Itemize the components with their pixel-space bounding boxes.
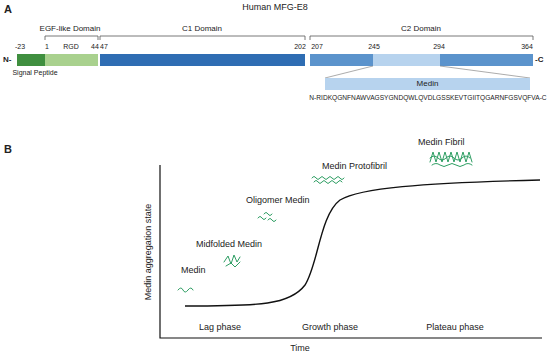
sigmoid-curve	[185, 180, 540, 306]
domain-name: EGF-like Domain	[40, 25, 101, 34]
domain-name: C1 Domain	[182, 25, 222, 34]
residue-number: 245	[368, 43, 380, 51]
panel-letter: B	[4, 143, 12, 155]
residue-number: 202	[294, 43, 306, 51]
state-label: Midfolded Medin	[196, 240, 262, 250]
residue-number: -23	[15, 43, 25, 51]
phase-label: Lag phase	[199, 323, 241, 333]
domain-name: C2 Domain	[401, 25, 441, 34]
residue-number: 44	[91, 43, 99, 51]
residue-number: 1	[45, 43, 49, 51]
region-label: Medin	[417, 80, 439, 89]
domain-brackets	[45, 36, 533, 40]
phase-label: Growth phase	[302, 323, 358, 333]
protein-bar	[17, 54, 533, 66]
terminus-label: -C	[535, 56, 543, 65]
residue-number: 207	[311, 43, 323, 51]
state-label: Medin	[181, 266, 206, 276]
state-label: Oligomer Medin	[246, 196, 310, 206]
domain-name: Signal Peptide	[12, 69, 57, 77]
residue-number: 47	[100, 43, 108, 51]
axis-title: Medin aggregation state	[144, 204, 154, 301]
figure-title: Human MFG-E8	[242, 3, 308, 13]
sequence-text: N-RIDKQGNFNAWVAGSYGNDQWLQVDLGSSKEVTGIITQ…	[309, 94, 546, 101]
residue-number: 294	[433, 43, 445, 51]
phase-label: Plateau phase	[426, 323, 484, 333]
terminus-label: N-	[3, 56, 11, 65]
panel-letter: A	[4, 3, 12, 15]
state-label: Medin Fibril	[418, 138, 465, 148]
residue-number: 364	[521, 43, 533, 51]
axes	[160, 165, 542, 338]
zoom-lines	[325, 66, 530, 78]
medin-region-box: Medin	[325, 78, 530, 90]
medin-icons	[178, 152, 472, 292]
axis-title: Time	[290, 344, 310, 354]
motif-label: RGD	[63, 43, 79, 51]
state-label: Medin Protofibril	[322, 162, 387, 172]
